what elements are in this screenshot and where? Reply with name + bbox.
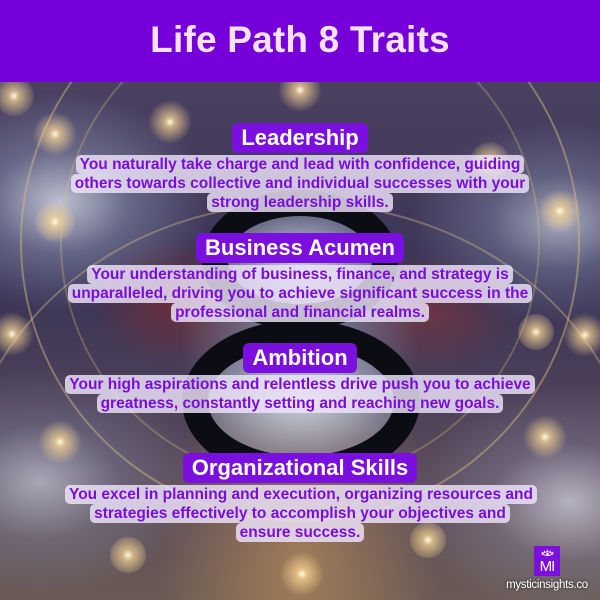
trait-description: Your understanding of business, finance,… xyxy=(65,265,535,322)
star-glow xyxy=(38,420,82,464)
trait-description: You naturally take charge and lead with … xyxy=(52,155,548,212)
page-title: Life Path 8 Traits xyxy=(150,19,450,60)
logo-mark: MI xyxy=(534,546,560,576)
star-glow xyxy=(560,310,600,360)
website-url: mysticinsights.co xyxy=(506,579,588,591)
trait-title: Business Acumen xyxy=(196,233,404,263)
trait-description: You excel in planning and execution, org… xyxy=(65,485,537,542)
header-banner: Life Path 8 Traits xyxy=(0,0,600,82)
star-glow xyxy=(0,312,34,356)
star-glow xyxy=(280,552,324,596)
star-glow xyxy=(110,537,146,573)
trait-description: Your high aspirations and relentless dri… xyxy=(65,375,535,413)
star-glow xyxy=(410,522,446,558)
star-glow xyxy=(535,186,585,236)
star-glow xyxy=(520,412,570,462)
logo-initials: MI xyxy=(539,558,556,575)
brand-logo: MI mysticinsights.co xyxy=(497,546,597,592)
trait-title: Ambition xyxy=(243,343,357,373)
trait-ambition: Ambition Your high aspirations and relen… xyxy=(0,343,600,413)
trait-organizational-skills: Organizational Skills You excel in plann… xyxy=(0,453,600,542)
eye-icon xyxy=(541,549,554,556)
trait-leadership: Leadership You naturally take charge and… xyxy=(0,123,600,212)
star-glow xyxy=(35,202,75,242)
star-glow xyxy=(33,112,77,156)
star-glow xyxy=(518,314,554,350)
trait-business-acumen: Business Acumen Your understanding of bu… xyxy=(0,233,600,322)
star-glow xyxy=(0,82,34,116)
trait-title: Organizational Skills xyxy=(182,453,418,483)
trait-title: Leadership xyxy=(232,123,368,153)
star-glow xyxy=(148,100,192,144)
